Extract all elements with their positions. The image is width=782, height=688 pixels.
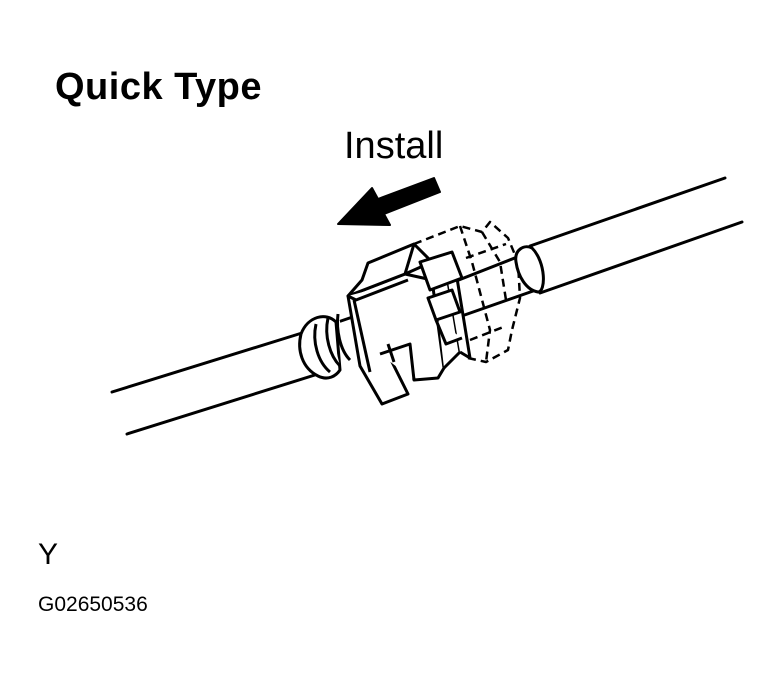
- figure-mark-letter: Y: [38, 538, 59, 571]
- quick-connector-clip: [346, 242, 472, 406]
- install-direction-label: Install: [344, 125, 444, 167]
- figure-code: G02650536: [38, 593, 148, 616]
- diagram-title: Quick Type: [55, 66, 263, 108]
- pipe-bulge-ring: [298, 313, 352, 380]
- install-arrow-icon: [337, 177, 441, 226]
- pipe-end-rim: [514, 245, 545, 294]
